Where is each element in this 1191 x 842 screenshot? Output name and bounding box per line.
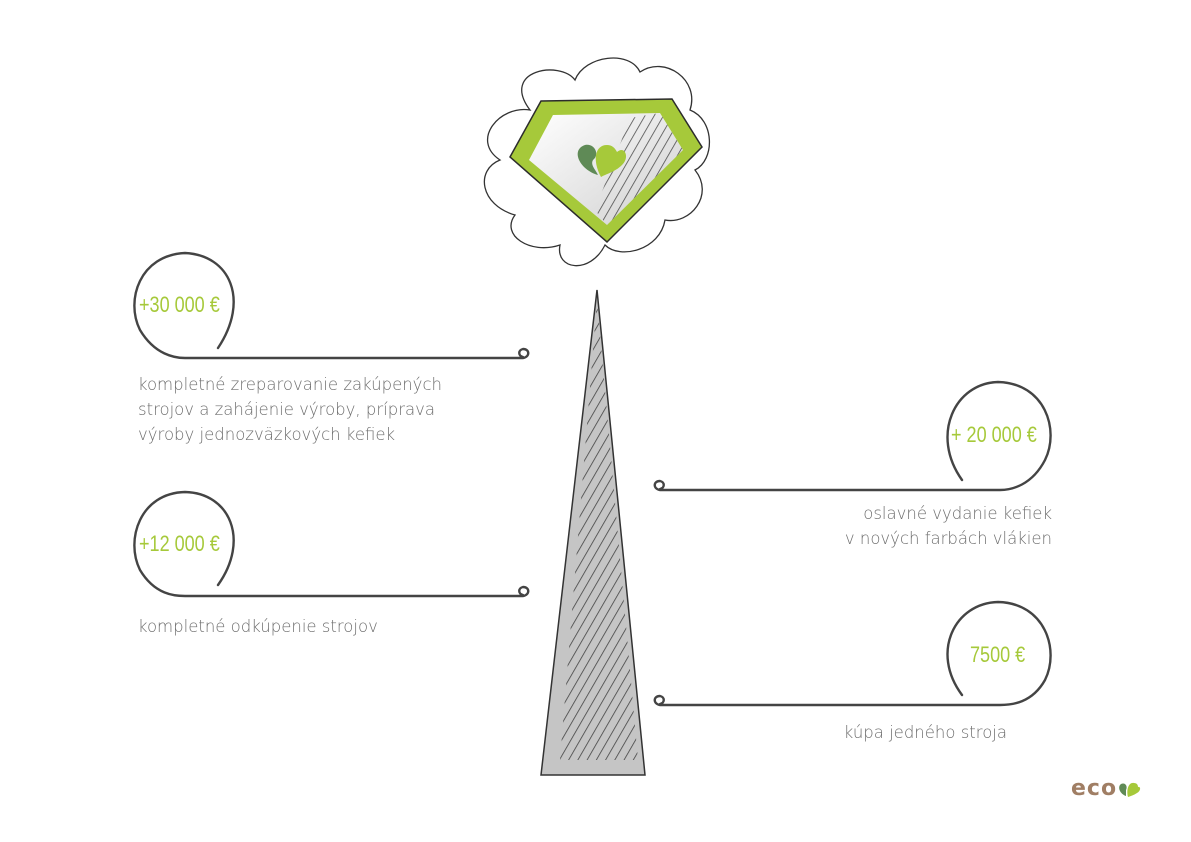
connector-1: [133, 251, 530, 360]
leaf-heart-icon: [1119, 782, 1141, 797]
milestone-description: kompletné odkúpenie strojov: [138, 614, 378, 639]
milestone-amount: +12 000 €: [139, 531, 220, 556]
description-line: kompletné zreparovanie zakúpených: [138, 375, 442, 394]
connector-2: [133, 490, 530, 598]
description-line: oslavné vydanie kefiek: [863, 504, 1052, 523]
gem-logo: [509, 98, 703, 244]
spire: [540, 289, 646, 776]
description-line: kompletné odkúpenie strojov: [138, 617, 378, 636]
description-line: strojov a zahájenie výroby, príprava: [138, 400, 435, 419]
milestone-amount: +30 000 €: [139, 292, 220, 317]
milestone-amount: 7500 €: [970, 642, 1026, 667]
milestone-description: oslavné vydanie kefiek v nových farbách …: [845, 501, 1052, 551]
connector-4: [653, 600, 1052, 707]
milestone-description: kompletné zreparovanie zakúpených strojo…: [138, 372, 442, 447]
leaf-dark-icon: [577, 144, 598, 175]
milestone-amount: + 20 000 €: [951, 422, 1037, 447]
description-line: výroby jednozväzkových kefiek: [138, 425, 396, 444]
eco-logo: eco: [1071, 776, 1141, 801]
description-line: kúpa jedného stroja: [843, 723, 1007, 742]
connector-3: [653, 380, 1052, 492]
logo-text: eco: [1071, 776, 1118, 801]
leaf-light-icon: [595, 145, 627, 177]
milestone-description: kúpa jedného stroja: [844, 720, 1007, 745]
description-line: v nových farbách vlákien: [844, 529, 1052, 548]
